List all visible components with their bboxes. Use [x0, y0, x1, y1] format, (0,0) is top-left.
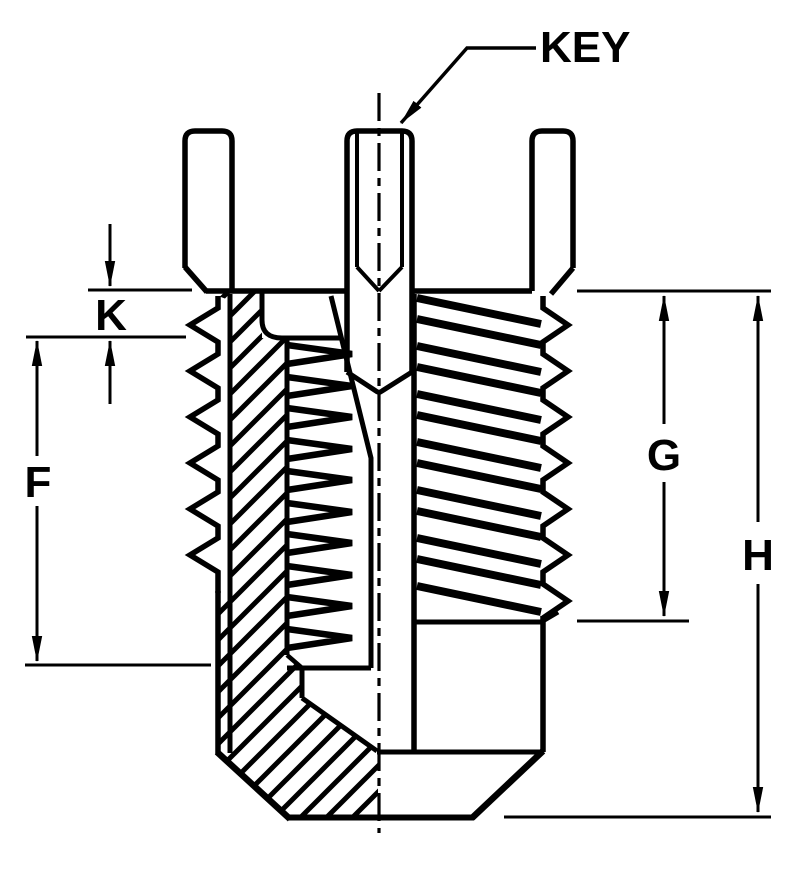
internal-threads [284, 294, 542, 655]
center-key-prong [344, 128, 415, 395]
center-key-facet-chamfer [355, 265, 404, 293]
thread-flanks-right-a [416, 294, 542, 616]
center-key-facet-lines [355, 133, 404, 267]
bottom-chamfer-right [469, 748, 546, 821]
bore-and-counterbore [259, 293, 560, 755]
dimension-g [577, 289, 771, 623]
dimension-k [26, 224, 192, 404]
thread-entry-pocket [259, 293, 341, 341]
dimension-f [25, 340, 211, 667]
key-label: KEY [540, 23, 630, 72]
insert-body-outline [184, 288, 573, 822]
locking-keys [182, 128, 576, 395]
dimension-h [504, 295, 771, 819]
f-label: F [25, 458, 52, 507]
internal-thread-left [286, 341, 353, 652]
thread-runout-right [416, 609, 560, 625]
keyway-runout-curve [328, 295, 374, 668]
right-key-prong [529, 128, 576, 296]
left-key-prong [182, 128, 235, 294]
key-callout: KEY [399, 23, 630, 125]
bottom-chamfer-left [214, 749, 293, 822]
key-leader-line [399, 46, 536, 125]
left-key-chamfer [182, 265, 210, 294]
g-label: G [647, 431, 681, 480]
external-thread-right [540, 296, 573, 621]
external-thread-left [184, 296, 221, 593]
center-key-tip [345, 369, 414, 395]
right-key-chamfer [548, 266, 576, 296]
thread-flanks-right-b [416, 315, 542, 589]
h-label: H [742, 531, 774, 580]
counterbore-chamfer-left [300, 695, 379, 754]
k-label: K [95, 291, 127, 340]
